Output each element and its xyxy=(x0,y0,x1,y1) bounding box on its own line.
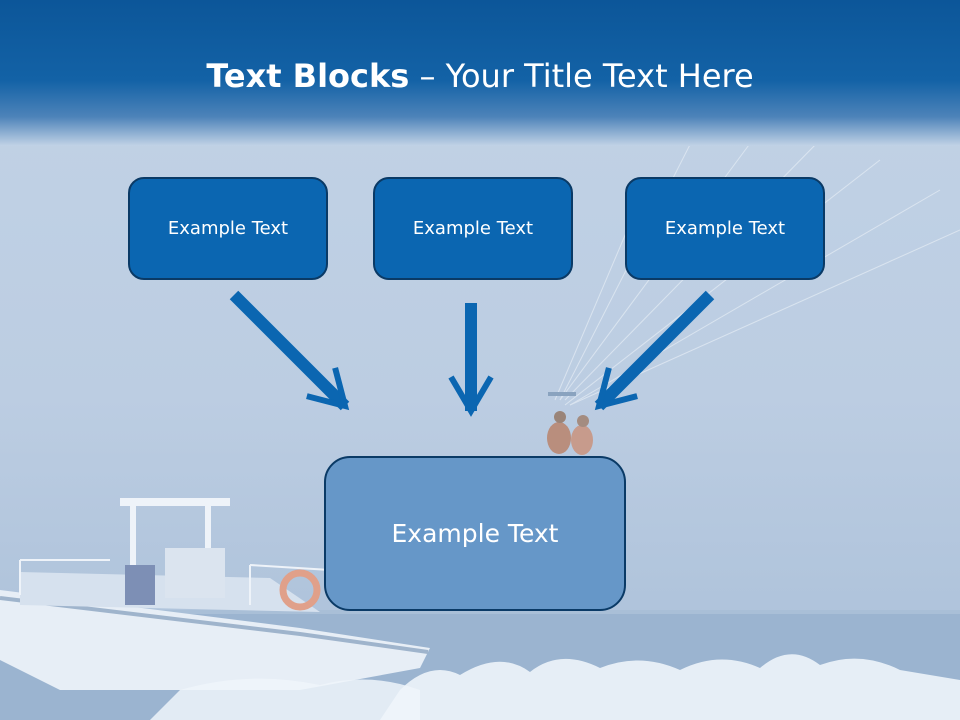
source-box-2[interactable]: Example Text xyxy=(373,177,573,280)
source-box-3-label: Example Text xyxy=(664,218,786,239)
title-rest: Your Title Text Here xyxy=(445,57,754,95)
boat xyxy=(0,498,430,690)
target-box[interactable]: Example Text xyxy=(324,456,626,611)
wake xyxy=(150,654,960,720)
source-box-3[interactable]: Example Text xyxy=(625,177,825,280)
parasail-riders xyxy=(547,392,593,455)
title-bar xyxy=(0,0,960,146)
sea-horizon xyxy=(0,610,960,614)
arrow-left xyxy=(229,290,350,411)
source-box-2-label: Example Text xyxy=(412,218,534,239)
arrow-right xyxy=(594,290,715,411)
source-box-1-label: Example Text xyxy=(167,218,289,239)
title-bold: Text Blocks xyxy=(206,57,410,95)
slide-title: Text Blocks – Your Title Text Here xyxy=(0,52,960,100)
title-dash: – xyxy=(419,57,436,95)
source-box-1[interactable]: Example Text xyxy=(128,177,328,280)
target-box-label: Example Text xyxy=(391,519,559,548)
